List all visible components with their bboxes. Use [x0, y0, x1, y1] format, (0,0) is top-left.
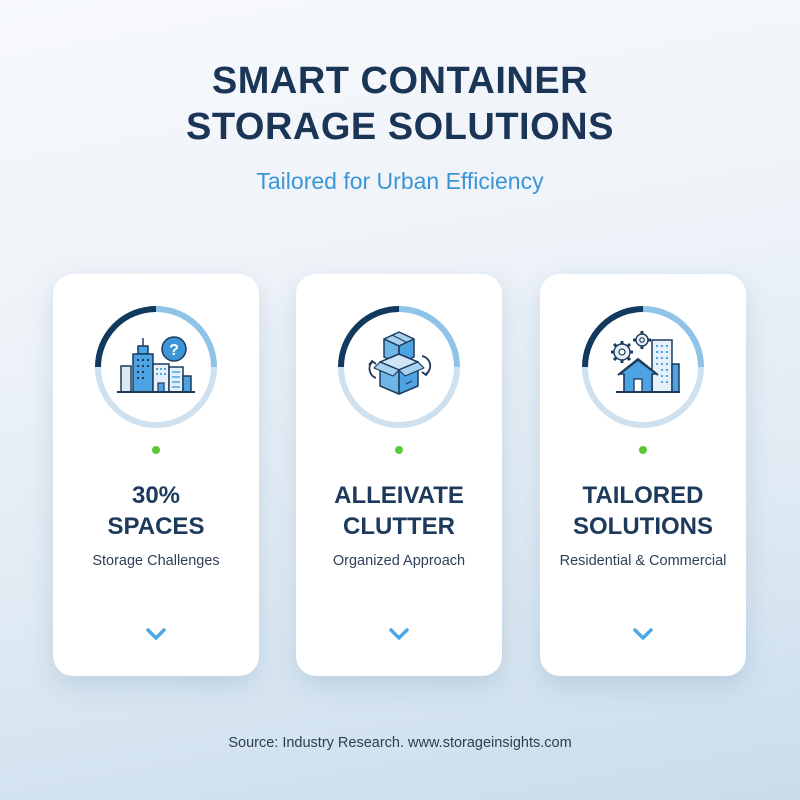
svg-text:?: ? — [169, 342, 179, 359]
status-dot — [152, 446, 160, 454]
stacked-boxes-rotate-icon — [368, 331, 432, 395]
status-dot — [395, 446, 403, 454]
headline-line-1: ALLEIVATE — [334, 482, 464, 509]
card-headline: 30% SPACES — [53, 480, 259, 542]
progress-ring — [336, 304, 462, 430]
chevron-down-icon[interactable] — [631, 626, 655, 642]
progress-ring: ? — [93, 304, 219, 430]
house-building-gears-icon — [611, 331, 680, 393]
source-footnote: Source: Industry Research. www.storagein… — [228, 735, 572, 751]
card-headline: ALLEIVATE CLUTTER — [296, 480, 502, 542]
headline-line-2: CLUTTER — [343, 513, 455, 540]
headline-line-1: TAILORED — [582, 482, 704, 509]
chevron-down-icon[interactable] — [387, 626, 411, 642]
card-caption: Residential & Commercial — [559, 553, 727, 569]
page-title: SMART CONTAINER STORAGE SOLUTIONS — [0, 58, 800, 150]
title-line-2: STORAGE SOLUTIONS — [186, 106, 614, 148]
card-residential-commercial: TAILORED SOLUTIONS Residential & Commerc… — [540, 274, 746, 676]
status-dot — [639, 446, 647, 454]
progress-ring — [580, 304, 706, 430]
headline-line-1: 30% — [131, 482, 181, 509]
card-headline: TAILORED SOLUTIONS — [540, 480, 746, 542]
title-line-1: SMART CONTAINER — [211, 60, 589, 102]
headline-line-2: SOLUTIONS — [572, 513, 713, 540]
page-subtitle: Tailored for Urban Efficiency — [256, 168, 544, 194]
card-storage-challenges: ? 30% SPACES Storage Challenges — [53, 274, 259, 676]
city-buildings-question-icon: ? — [117, 336, 195, 393]
card-caption: Organized Approach — [332, 553, 466, 569]
card-organized-approach: ALLEIVATE CLUTTER Organized Approach — [296, 274, 502, 676]
headline-line-2: SPACES — [107, 513, 205, 540]
chevron-down-icon[interactable] — [144, 626, 168, 642]
card-caption: Storage Challenges — [92, 553, 220, 569]
